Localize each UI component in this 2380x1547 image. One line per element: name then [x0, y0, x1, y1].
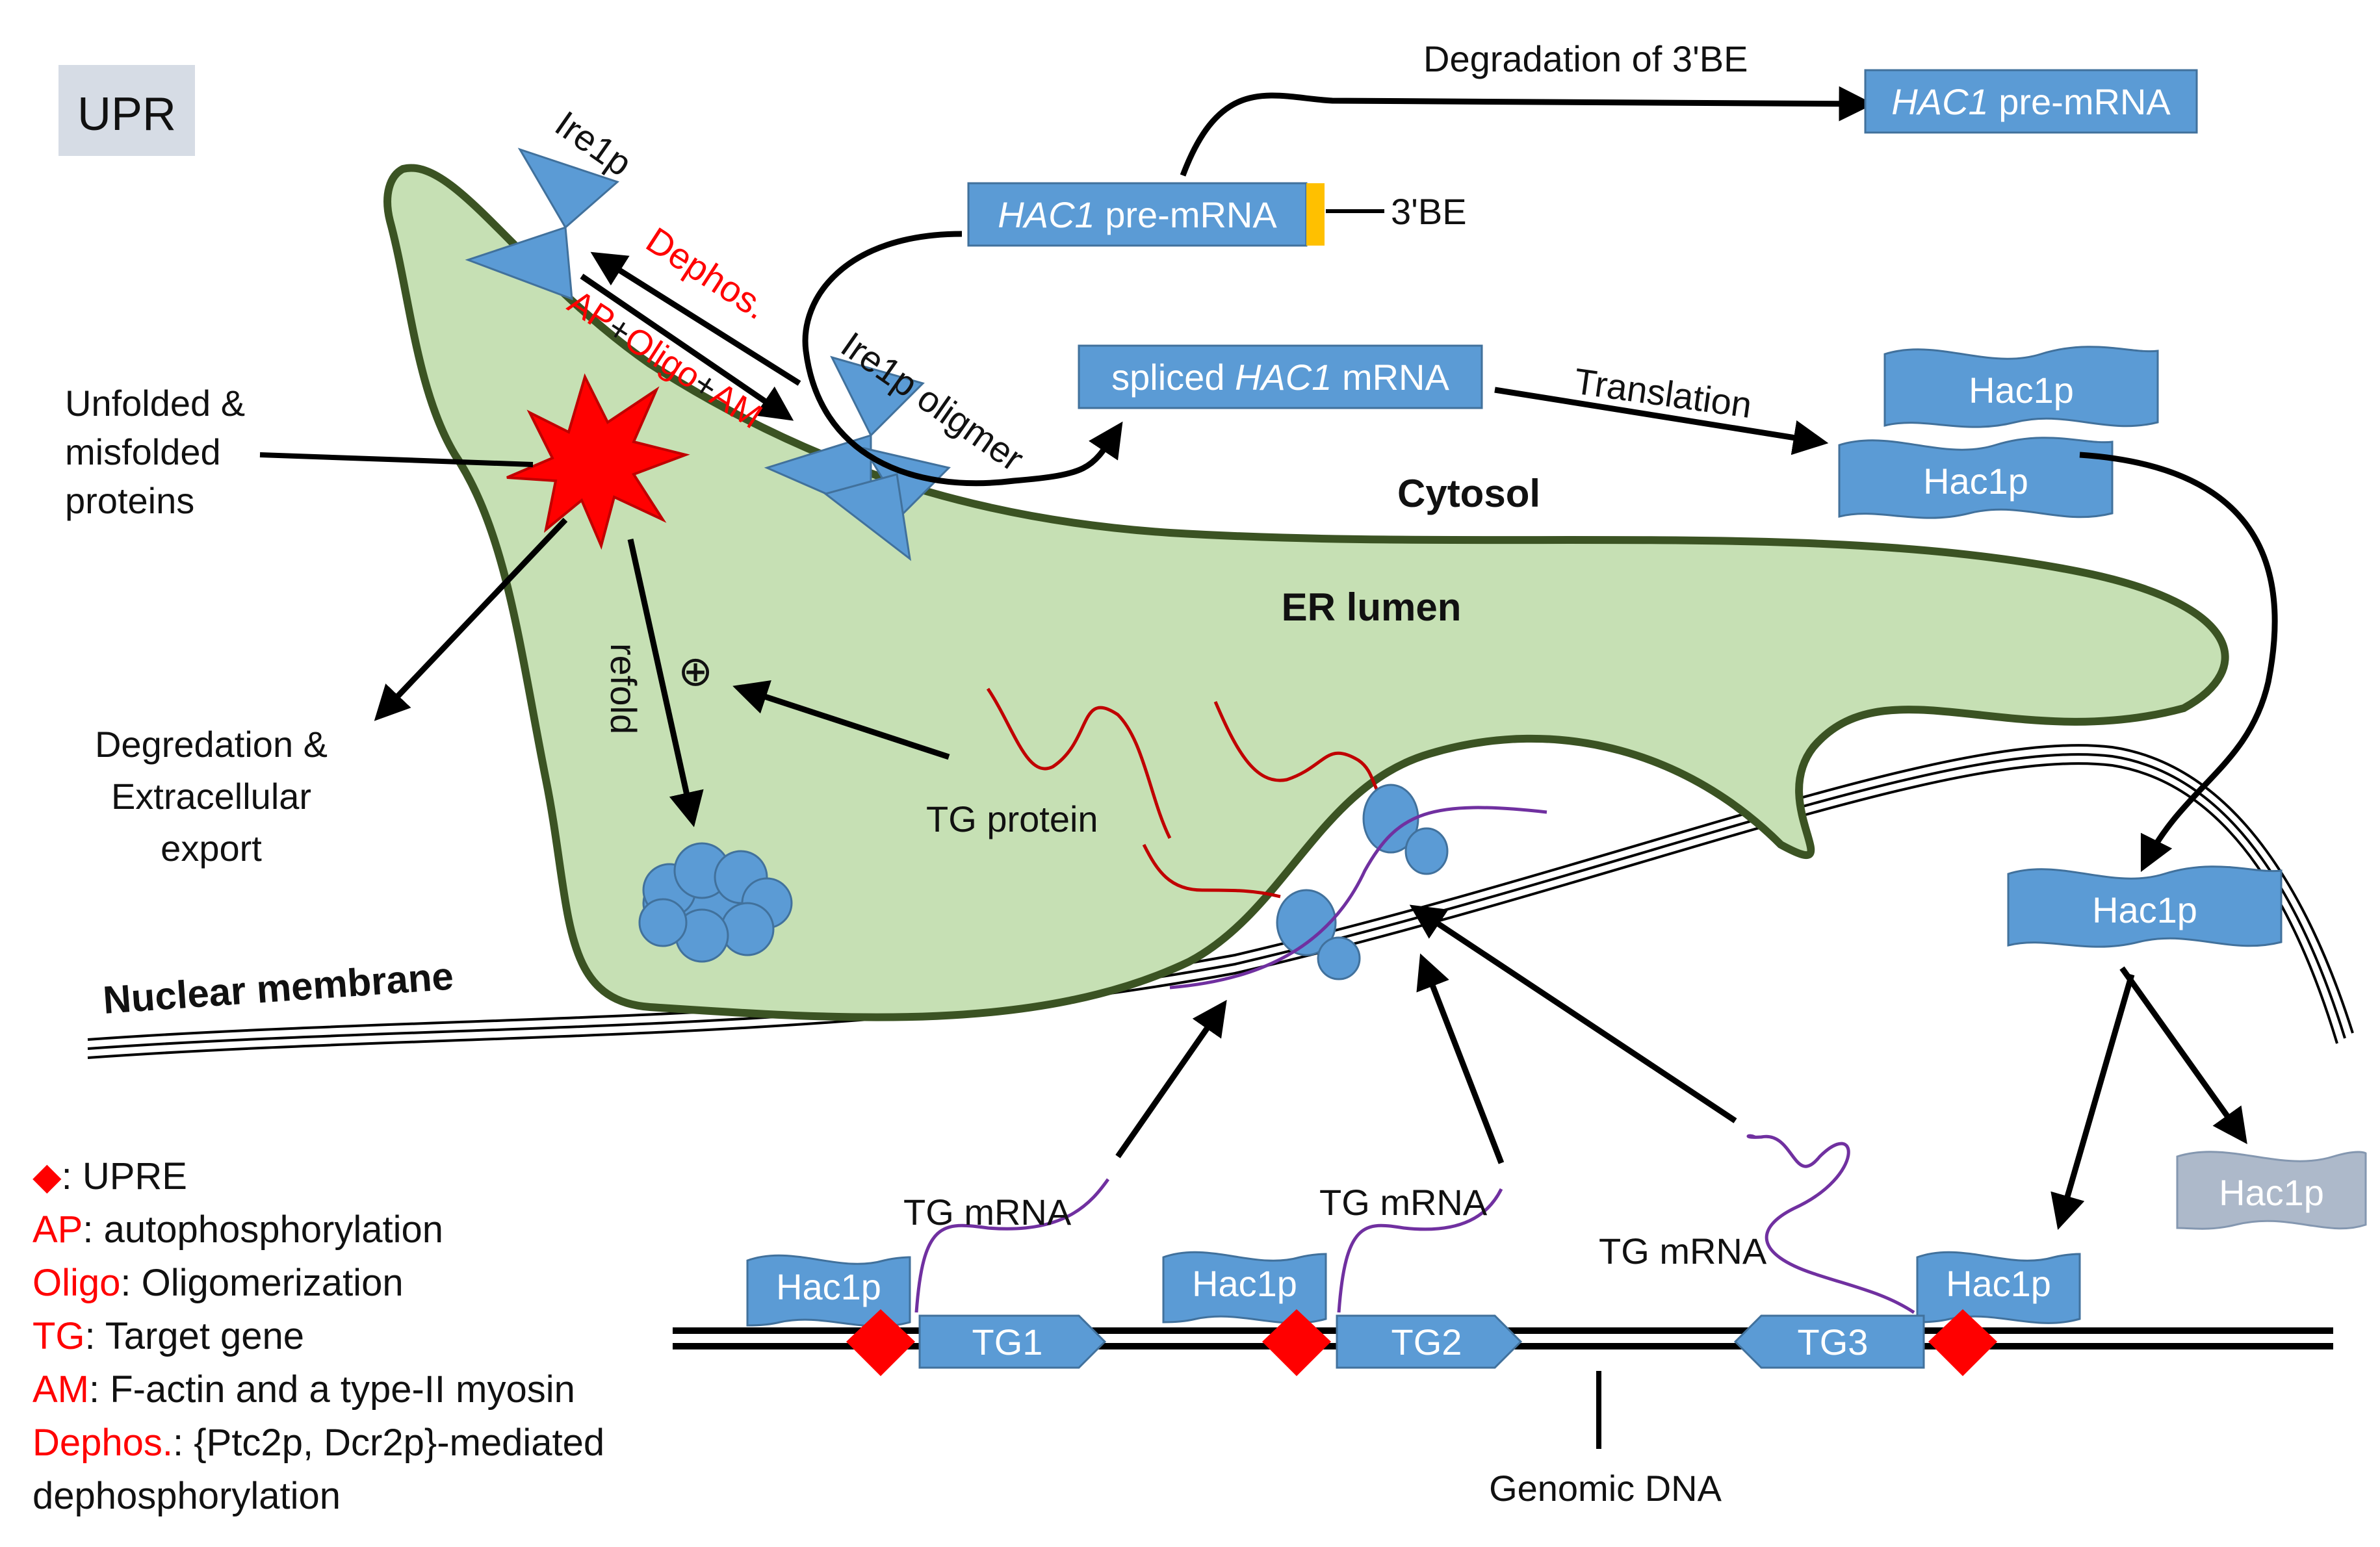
nuclear-membrane-label: Nuclear membrane [101, 954, 455, 1022]
hac1p-bound-tg2: Hac1p [1162, 1251, 1327, 1324]
tg1-mrna-export-arrow [1115, 999, 1227, 1158]
spliced-hac1-mrna-box: spliced HAC1 mRNA [1078, 344, 1483, 409]
title-box: UPR [58, 65, 195, 156]
er-lumen [383, 164, 2229, 1021]
genomic-dna-label: Genomic DNA [1489, 1468, 1722, 1509]
hac1p-label: Hac1p [1969, 370, 2074, 411]
gene-tg3: TG3 [1733, 1314, 1925, 1369]
legend-item-tg: TG: Target gene [32, 1315, 304, 1357]
gene-label: TG3 [1798, 1322, 1869, 1362]
splicing-arrow [802, 231, 1123, 487]
gene-tg2: TG2 [1336, 1314, 1523, 1369]
legend-item-oligo: Oligo: Oligomerization [32, 1262, 404, 1304]
translation-arrow [1494, 387, 1829, 455]
unfolded-label-line3: proteins [65, 480, 194, 521]
er-lumen-label: ER lumen [1282, 585, 1462, 629]
unfolded-protein-star-icon [506, 373, 690, 550]
unfolded-label-line1: Unfolded & [65, 383, 245, 424]
cytosol-label: Cytosol [1397, 472, 1540, 515]
hac1p-label: Hac1p [776, 1266, 881, 1307]
hac1-pre-mrna-degraded-text: HAC1 pre-mRNA [1891, 81, 2171, 122]
legend-item-am: AM: F-actin and a type-II myosin [32, 1368, 575, 1411]
folded-protein-cloud-icon [638, 842, 793, 963]
tg-mrna-label-2: TG mRNA [1319, 1182, 1488, 1223]
hac1p-label: Hac1p [2092, 889, 2197, 930]
ire1p-oligomer-icon [764, 355, 951, 561]
tg-protein-arrow [732, 680, 950, 760]
hac1p-bound-tg3: Hac1p [1916, 1251, 2081, 1324]
ribosome-icon [1276, 784, 1449, 980]
hac1-pre-mrna-box: HAC1 pre-mRNA [967, 182, 1325, 247]
spliced-hac1-mrna-text: spliced HAC1 mRNA [1111, 357, 1449, 398]
hac1p-label: Hac1p [1192, 1263, 1297, 1304]
degradation-label-line2: Extracellular [111, 776, 311, 817]
legend-item-ap: AP: autophosphorylation [32, 1208, 443, 1251]
hac1p-binding-arrow [2050, 973, 2135, 1230]
plus-circle-icon: ⊕ [678, 648, 713, 695]
nuclear-membrane [87, 744, 2354, 1059]
gene-label: TG2 [1391, 1322, 1462, 1362]
legend-item-dephos: Dephos.: {Ptc2p, Dcr2p}-mediated [32, 1422, 604, 1464]
hac1p-degradation-arrow [2119, 966, 2247, 1144]
hac1p-label: Hac1p [1946, 1263, 2051, 1304]
ire1p-monomer [465, 147, 619, 301]
tg-protein-label: TG protein [926, 799, 1098, 839]
tg2-mrna-export-arrow [1416, 953, 1505, 1164]
tg-mrna-label-1: TG mRNA [903, 1192, 1072, 1233]
hac1p-label: Hac1p [1923, 461, 2028, 502]
legend-item-upre: ◆: UPRE [32, 1155, 187, 1197]
degradation-label-line1: Degredation & [95, 724, 328, 765]
translating-mrna [1169, 806, 1547, 990]
nuclear-import-arrow [2079, 452, 2278, 873]
dephos-arrow [590, 251, 801, 386]
tg3-mrna-export-arrow [1409, 904, 1737, 1123]
hac1-pre-mrna-text: HAC1 pre-mRNA [998, 194, 1277, 235]
degradation-3be-arrow [1180, 86, 1874, 177]
degradation-label-line3: export [161, 828, 262, 869]
hac1-pre-mrna-degraded-box: HAC1 pre-mRNA [1864, 69, 2198, 134]
degradation-arrow [374, 517, 568, 721]
three-be-label: 3'BE [1391, 191, 1467, 232]
tg-mrna-label-3: TG mRNA [1599, 1231, 1767, 1272]
gene-tg1: TG1 [918, 1314, 1107, 1369]
degradation-3be-label: Degradation of 3'BE [1423, 38, 1748, 79]
page-title: UPR [77, 88, 176, 140]
tg-protein-chains [986, 687, 1391, 899]
unfolded-label-line2: misfolded [65, 431, 221, 472]
upre-diamond-icon [846, 1309, 1997, 1376]
legend-item-dephos-cont: dephosphorylation [32, 1475, 341, 1517]
ap-arrow [580, 274, 794, 421]
hac1p-degraded: Hac1p [2176, 1151, 2367, 1230]
gene-label: TG1 [972, 1322, 1043, 1362]
legend: ◆: UPRE AP: autophosphorylation Oligo: O… [32, 1155, 604, 1517]
hac1p-label: Hac1p [2219, 1172, 2324, 1213]
refold-label: refold [603, 643, 644, 734]
dephos-label: Dephos. [639, 219, 775, 327]
unfolded-pointer-line [259, 452, 534, 467]
hac1p-nucleus: Hac1p [2007, 865, 2283, 948]
hac1p-bound-tg1: Hac1p [746, 1254, 911, 1327]
tg-mrna-transcripts [914, 1134, 1915, 1314]
hac1p-cytosol-bottom: Hac1p [1838, 437, 2114, 519]
hac1p-cytosol-top: Hac1p [1883, 346, 2159, 428]
refold-arrow [627, 539, 704, 828]
